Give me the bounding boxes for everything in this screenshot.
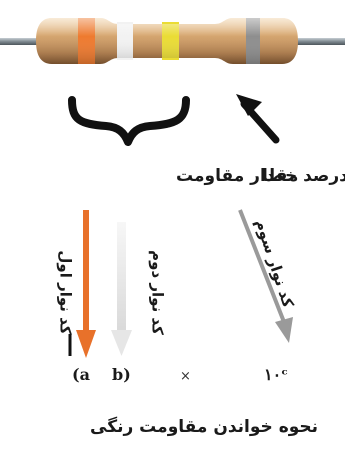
resistance-value-label: مقدار مقاومت: [176, 166, 299, 186]
formula-b: b): [112, 365, 131, 384]
curly-brace: [68, 96, 190, 146]
tolerance-pointer-arrow: [236, 94, 280, 144]
band1-arrow: [68, 210, 96, 358]
band1-code-label: کد نوار اول: [56, 250, 75, 335]
formula-ten-power: ۱۰ᶜ: [264, 365, 289, 384]
band2-code-label: کد نوار دوم: [148, 250, 167, 335]
formula-times: ×: [180, 369, 191, 384]
tolerance-label: درصد خطا: [262, 166, 345, 186]
caption: نحوه خواندن مقاومت رنگی: [90, 417, 319, 437]
band2-arrow: [111, 222, 132, 356]
band3-arrow: [238, 209, 293, 343]
resistor-shine: [36, 18, 298, 64]
formula-a: (a: [72, 365, 90, 384]
resistor-leads: [0, 38, 345, 45]
